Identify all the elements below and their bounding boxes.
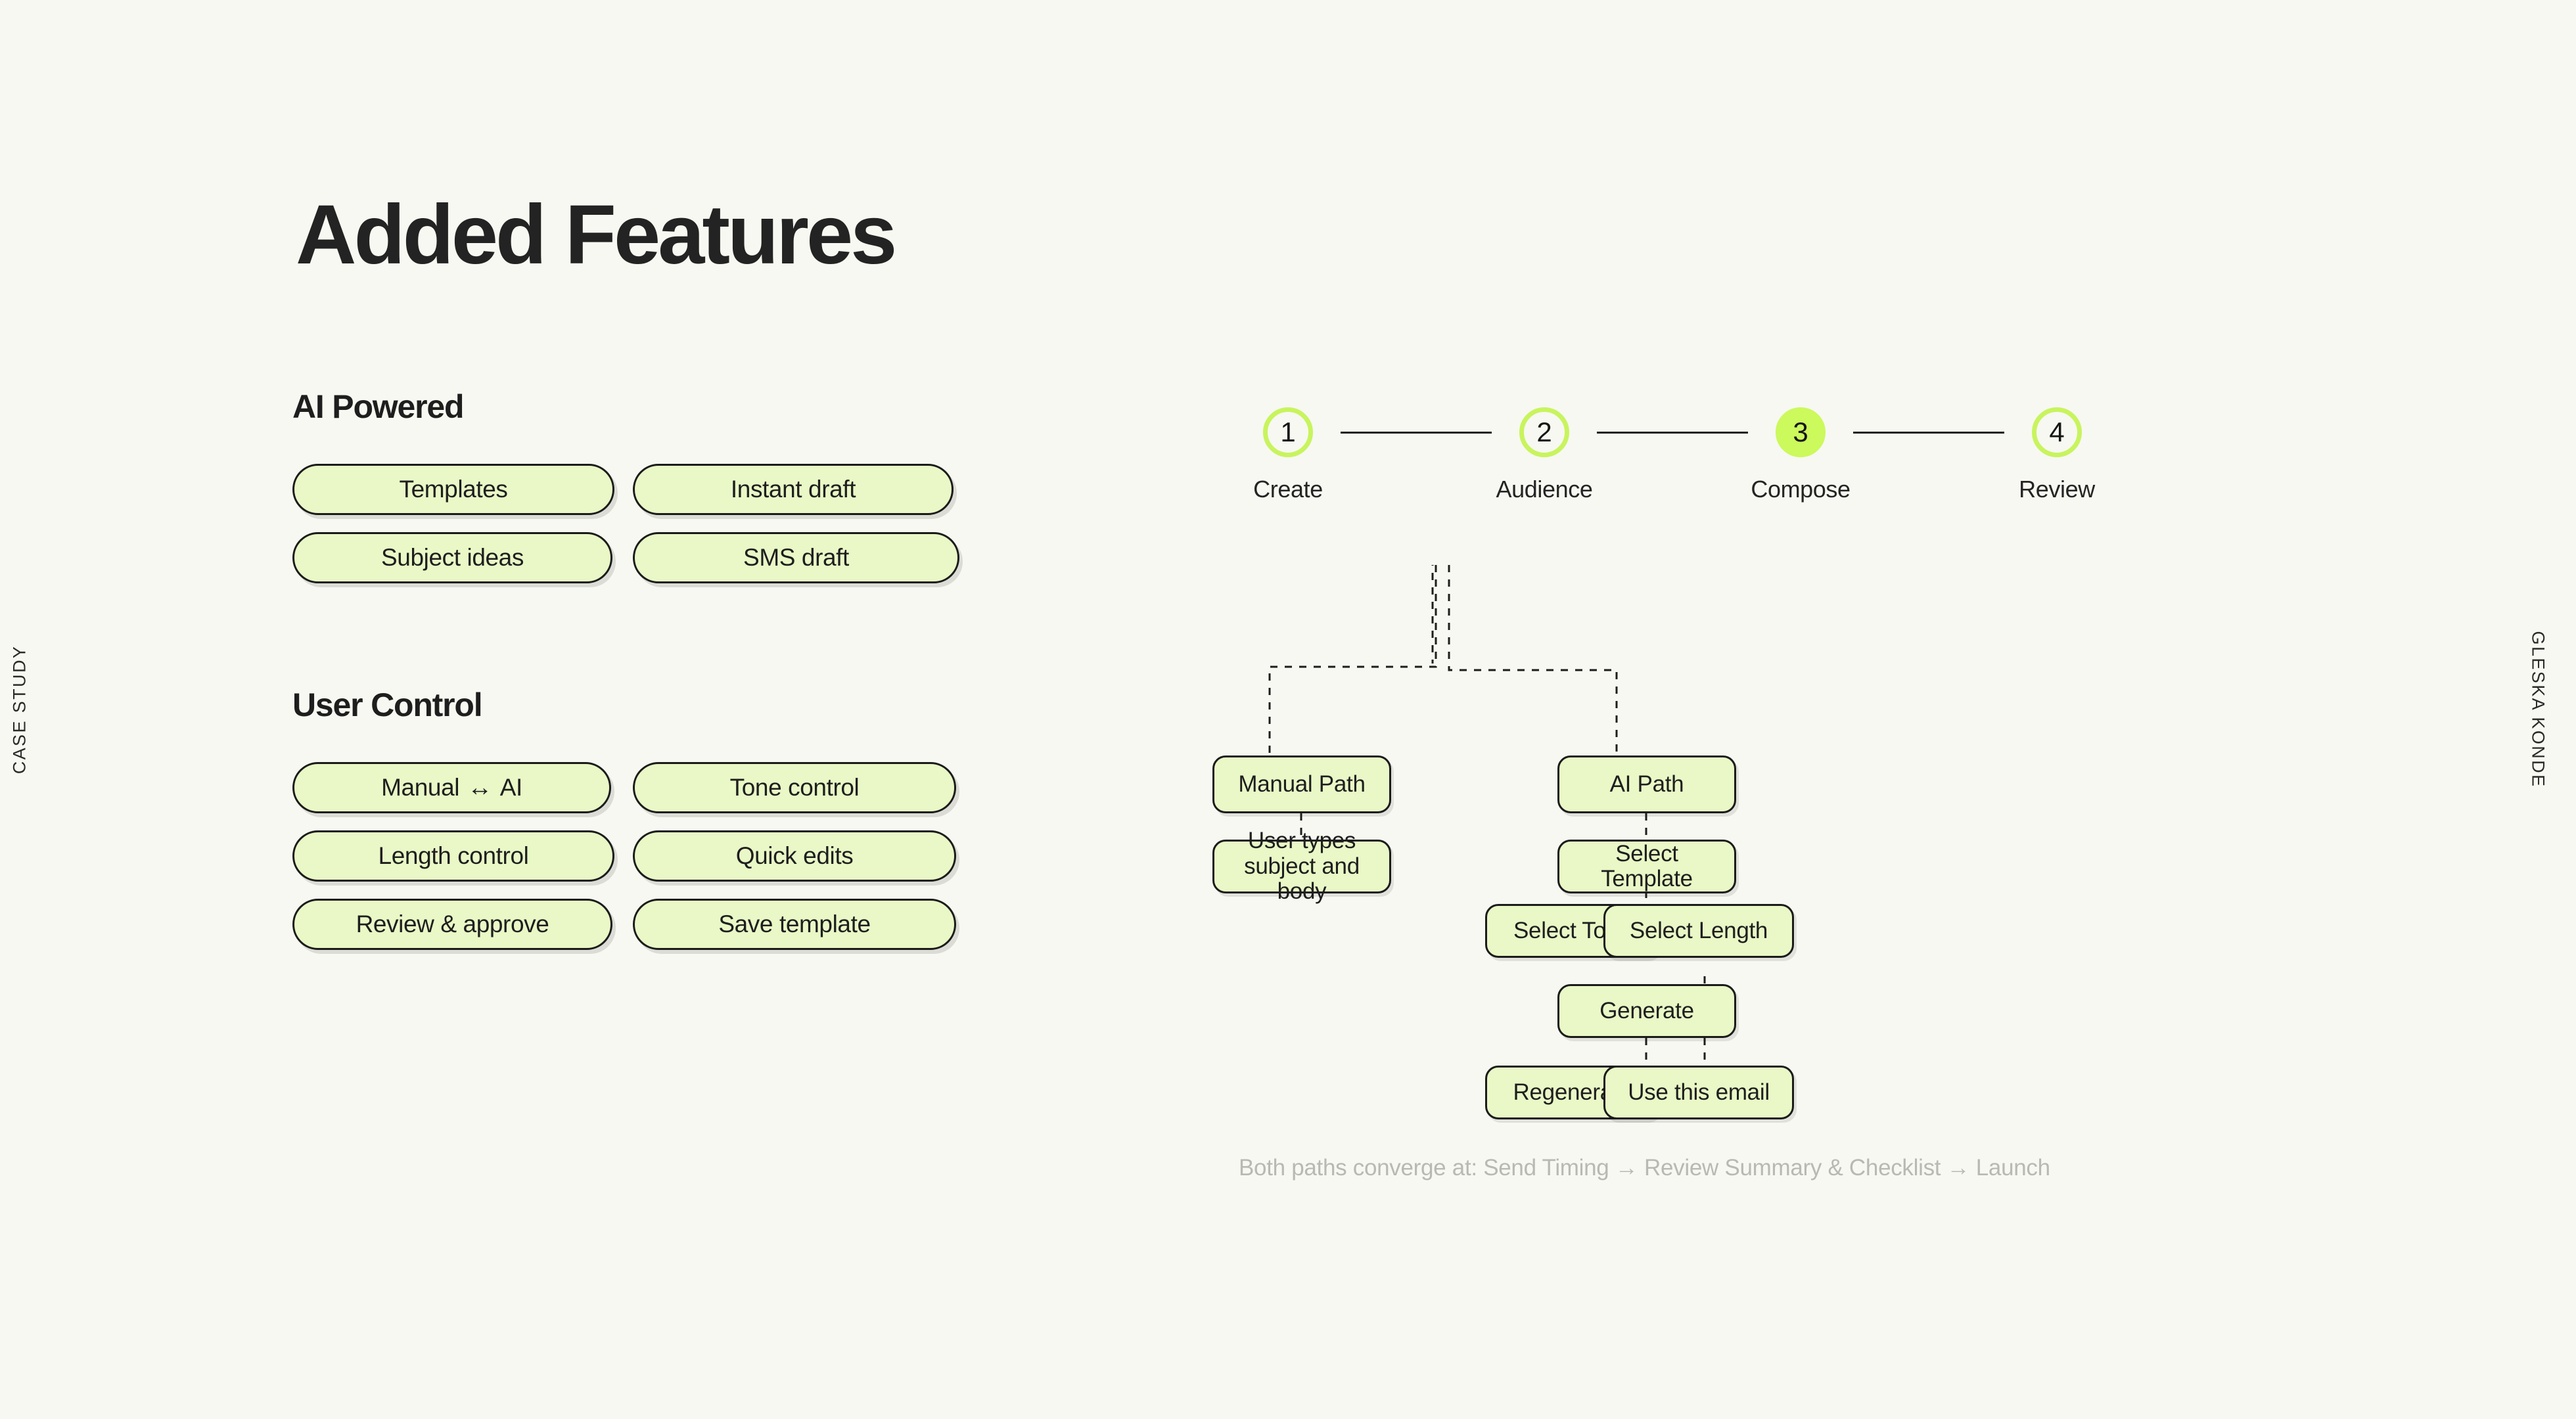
flow-node-label: AI Path: [1609, 771, 1684, 797]
step-label: Create: [1253, 476, 1323, 503]
feature-group-user-control: User Control Manual ↔ AI Tone control Le…: [292, 686, 1028, 950]
flow-node-select-template[interactable]: Select Template: [1557, 840, 1736, 893]
branch-manual: [1268, 565, 1437, 755]
chip-label: Manual: [381, 774, 460, 801]
feature-groups: AI Powered Templates Instant draft Subje…: [292, 388, 1028, 950]
flow-node-manual-path[interactable]: Manual Path: [1212, 755, 1391, 813]
flow-node-label: Generate: [1599, 997, 1694, 1024]
side-label-author: GLESKA KONDE: [2528, 631, 2548, 788]
chip-grid-ai-powered: Templates Instant draft Subject ideas SM…: [292, 464, 1028, 583]
chip-sms-draft[interactable]: SMS draft: [633, 532, 959, 583]
step-audience[interactable]: 2 Audience: [1492, 407, 1597, 503]
chip-instant-draft[interactable]: Instant draft: [633, 464, 954, 515]
chip-label: SMS draft: [743, 544, 849, 571]
chip-grid-user-control: Manual ↔ AI Tone control Length control …: [292, 762, 1028, 950]
chip-label: Length control: [378, 842, 529, 869]
flow-node-label: Select Template: [1601, 840, 1693, 891]
chip-templates[interactable]: Templates: [292, 464, 614, 515]
chip-tone-control[interactable]: Tone control: [633, 762, 956, 813]
flow-node-ai-path[interactable]: AI Path: [1557, 755, 1736, 813]
group-heading-user-control: User Control: [292, 687, 483, 723]
chip-label: Instant draft: [730, 476, 856, 503]
group-heading-ai-powered: AI Powered: [292, 388, 464, 425]
chip-length-control[interactable]: Length control: [292, 830, 614, 882]
flow-node-label: Select Length: [1629, 917, 1768, 943]
chip-label: Save template: [718, 911, 871, 937]
flow-node-label: User types subject and body: [1244, 828, 1360, 905]
side-label-case-study: CASE STUDY: [9, 644, 30, 775]
chip-label: Review & approve: [356, 911, 549, 937]
chip-label: Templates: [399, 476, 508, 503]
feature-group-ai-powered: AI Powered Templates Instant draft Subje…: [292, 388, 1028, 583]
page-title: Added Features: [296, 187, 897, 282]
step-connector-3: [1853, 432, 2004, 434]
step-connector-2: [1597, 432, 1748, 434]
chip-review-approve[interactable]: Review & approve: [292, 899, 612, 950]
step-compose[interactable]: 3 Compose: [1748, 407, 1853, 503]
step-create[interactable]: 1 Create: [1235, 407, 1341, 503]
chip-label: Subject ideas: [381, 544, 524, 571]
flow-node-user-types-subject-body[interactable]: User types subject and body: [1212, 828, 1391, 904]
chip-label: Quick edits: [735, 842, 854, 869]
chip-manual-ai-toggle[interactable]: Manual ↔ AI: [292, 762, 611, 813]
compose-wizard: 1 Create 2 Audience 3 Compose 4 Review: [1235, 407, 2353, 503]
flow-convergence-note: Both paths converge at: Send Timing → Re…: [1239, 1155, 2050, 1181]
chip-label-secondary: AI: [499, 774, 523, 801]
step-indicator: 1 Create 2 Audience 3 Compose 4 Review: [1235, 407, 2109, 503]
step-connector-1: [1341, 432, 1492, 434]
chip-save-template[interactable]: Save template: [633, 899, 956, 950]
step-label: Audience: [1496, 476, 1593, 503]
flow-node-generate[interactable]: Generate: [1557, 984, 1736, 1038]
step-review[interactable]: 4 Review: [2004, 407, 2109, 503]
branch-ai: [1448, 565, 1618, 755]
step-label: Compose: [1751, 476, 1851, 503]
chip-subject-ideas[interactable]: Subject ideas: [292, 532, 612, 583]
step-number-circle: 4: [2032, 407, 2082, 457]
compose-flow-diagram: Manual Path User types subject and body …: [1212, 565, 2392, 1156]
flow-node-select-length[interactable]: Select Length: [1603, 904, 1794, 958]
flow-connectors: [1268, 565, 1706, 1066]
step-number-circle: 2: [1519, 407, 1569, 457]
chip-label: Tone control: [729, 774, 860, 801]
chip-quick-edits[interactable]: Quick edits: [633, 830, 956, 882]
step-number-circle: 1: [1263, 407, 1313, 457]
step-number-circle: 3: [1776, 407, 1826, 457]
left-right-arrow-icon: ↔: [467, 774, 492, 801]
flow-node-label: Manual Path: [1238, 771, 1366, 797]
step-label: Review: [2019, 476, 2095, 503]
flow-node-use-this-email[interactable]: Use this email: [1603, 1066, 1794, 1119]
flow-node-label: Use this email: [1628, 1079, 1770, 1105]
